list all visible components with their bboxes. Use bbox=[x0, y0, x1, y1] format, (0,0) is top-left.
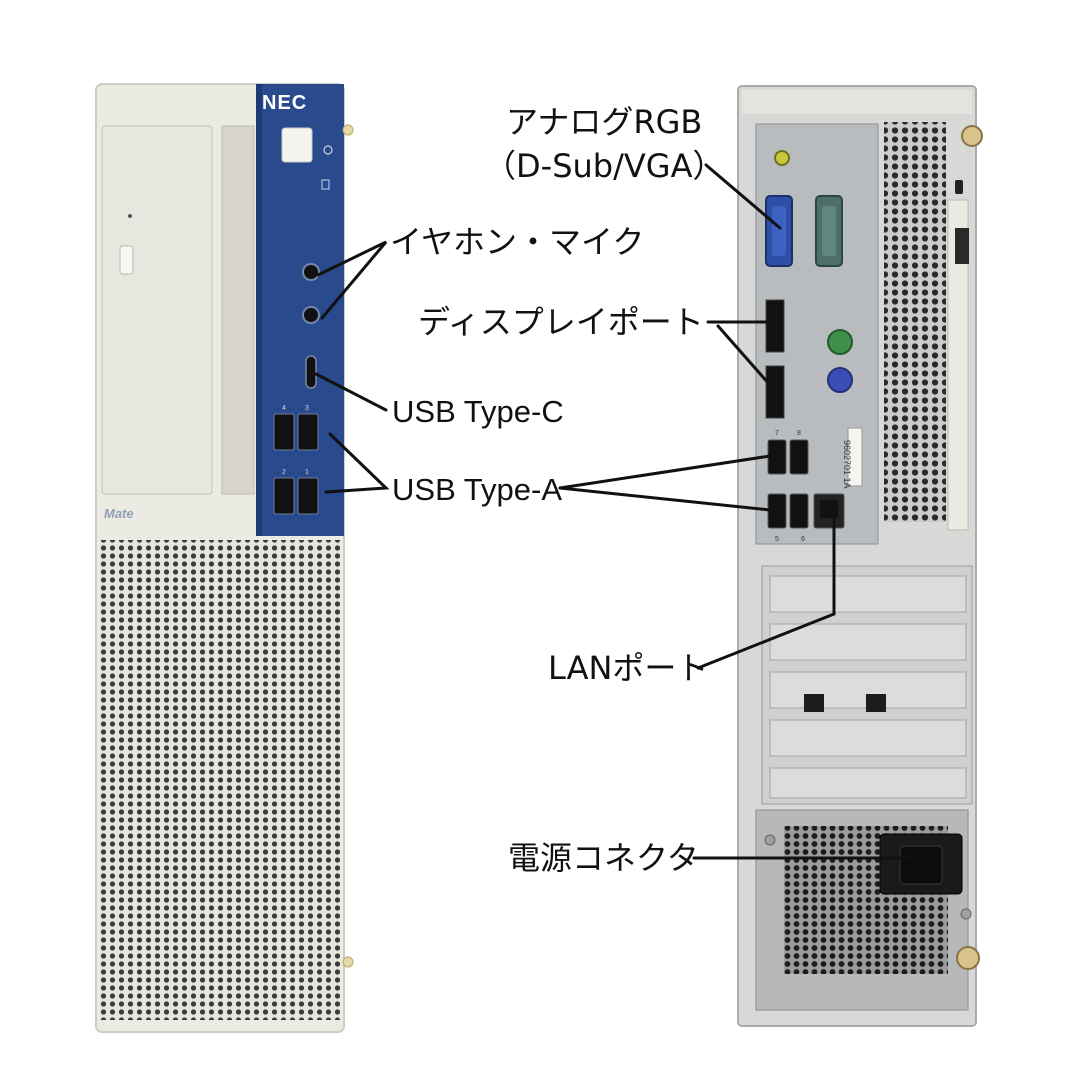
front-port-number-1: 1 bbox=[305, 469, 309, 476]
usb-type-c-leader bbox=[314, 372, 388, 412]
callout-power-connector: 電源コネクタ bbox=[508, 839, 699, 877]
callout-earphone-mic: イヤホン・マイク bbox=[390, 223, 645, 261]
brand-logo: NEC bbox=[262, 92, 308, 114]
analog-rgb-leader bbox=[704, 163, 782, 230]
front-tower: 4 3 2 1 bbox=[95, 83, 354, 1033]
front-usb-a-port-1 bbox=[297, 477, 319, 515]
rear-usb-port-8 bbox=[789, 439, 809, 475]
front-port-number-4: 4 bbox=[282, 405, 286, 412]
ps2-mouse-port bbox=[827, 329, 853, 355]
rear-tower: 7 8 5 6 bbox=[737, 85, 983, 1027]
callout-lines bbox=[314, 163, 910, 860]
power-icon bbox=[323, 145, 333, 155]
drive-slot bbox=[221, 125, 255, 495]
usb-type-a-front-leader bbox=[324, 432, 390, 494]
displayport-2 bbox=[765, 365, 785, 419]
callout-usb-type-a: USB Type-A bbox=[392, 472, 563, 507]
model-badge: Mate bbox=[104, 506, 134, 521]
serial-label: 9602701 1A bbox=[842, 440, 852, 489]
front-usb-c-port bbox=[305, 355, 317, 389]
rear-port-number-6: 6 bbox=[801, 536, 805, 543]
rear-audio-jack bbox=[774, 150, 790, 166]
front-usb-a-port-2 bbox=[273, 477, 295, 515]
optical-drive-bay bbox=[101, 125, 213, 495]
callout-usb-type-c: USB Type-C bbox=[392, 394, 564, 429]
callout-lan-port: LANポート bbox=[548, 649, 709, 687]
rear-vent-grille bbox=[884, 122, 946, 522]
callout-analog-rgb-sub: （D-Sub/VGA） bbox=[484, 147, 725, 185]
power-button bbox=[281, 127, 313, 163]
expansion-slots bbox=[761, 565, 973, 805]
lan-port-leader bbox=[696, 512, 836, 670]
hdd-led-icon bbox=[321, 179, 330, 190]
rear-port-number-8: 8 bbox=[797, 430, 801, 437]
callout-analog-rgb: アナログRGB bbox=[506, 103, 703, 141]
rear-usb-port-6 bbox=[789, 493, 809, 529]
earphone-mic-leader bbox=[316, 240, 388, 320]
rear-port-number-5: 5 bbox=[775, 536, 779, 543]
drive-led-icon bbox=[128, 214, 132, 218]
displayport-1 bbox=[765, 299, 785, 353]
front-vent-grille bbox=[100, 540, 340, 1020]
kensington-lock-slot bbox=[955, 180, 963, 194]
front-usb-a-port-4 bbox=[273, 413, 295, 451]
headphone-jack bbox=[302, 263, 320, 281]
eject-button bbox=[119, 245, 134, 275]
usb-type-a-rear-leader-2 bbox=[558, 486, 772, 512]
front-port-number-3: 3 bbox=[305, 405, 309, 412]
rear-port-number-7: 7 bbox=[775, 430, 779, 437]
callout-displayport: ディスプレイポート bbox=[418, 303, 704, 341]
usb-type-a-rear-leader-1 bbox=[558, 454, 772, 490]
mic-jack bbox=[302, 306, 320, 324]
front-usb-a-port-3 bbox=[297, 413, 319, 451]
front-port-number-2: 2 bbox=[282, 469, 286, 476]
displayport-leader-2 bbox=[716, 324, 772, 387]
ps2-keyboard-port bbox=[827, 367, 853, 393]
